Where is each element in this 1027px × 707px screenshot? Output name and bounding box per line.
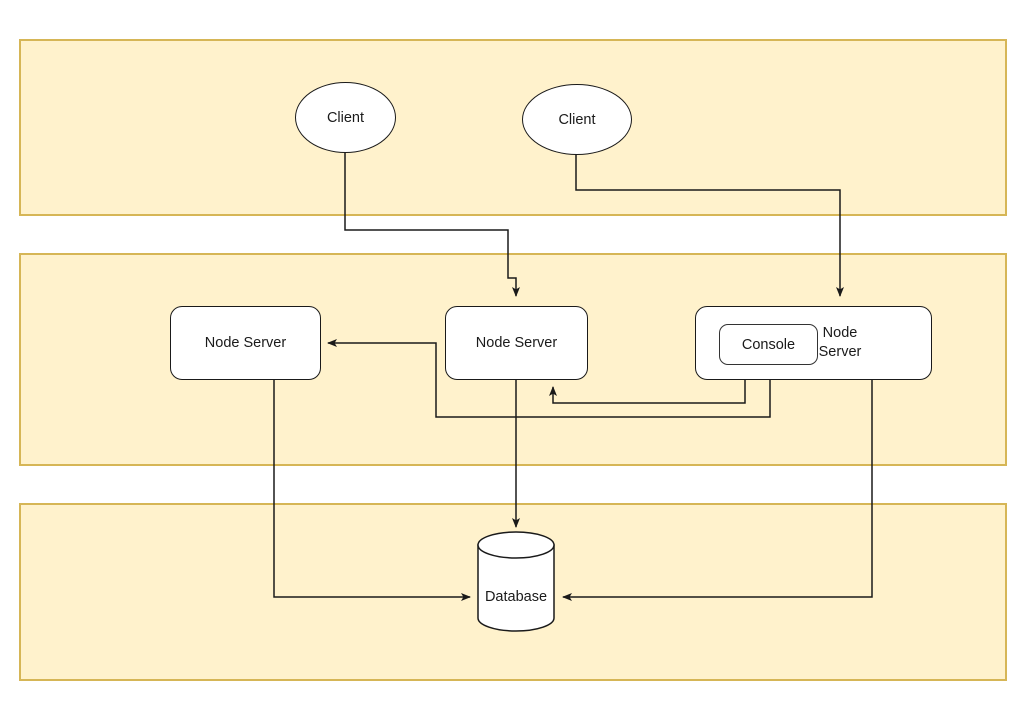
database-node[interactable]: Database <box>476 531 556 632</box>
node-server-right-label-line1: Node <box>822 325 858 341</box>
client-tier-band <box>19 39 1007 216</box>
client-node-right[interactable]: Client <box>522 84 632 155</box>
client-node-right-label: Client <box>558 111 596 128</box>
client-node-left[interactable]: Client <box>295 82 396 153</box>
node-server-right-label: Node Server <box>795 324 885 362</box>
client-node-left-label: Client <box>326 109 365 126</box>
node-server-right-label-line2: Server <box>818 343 862 360</box>
console-node[interactable]: Console <box>719 324 818 365</box>
node-server-middle-label: Node Server <box>475 334 558 351</box>
node-server-middle[interactable]: Node Server <box>445 306 588 380</box>
database-node-label: Database <box>484 589 548 605</box>
console-node-label: Console <box>741 336 796 353</box>
node-server-left-label: Node Server <box>204 334 287 351</box>
node-server-left[interactable]: Node Server <box>170 306 321 380</box>
